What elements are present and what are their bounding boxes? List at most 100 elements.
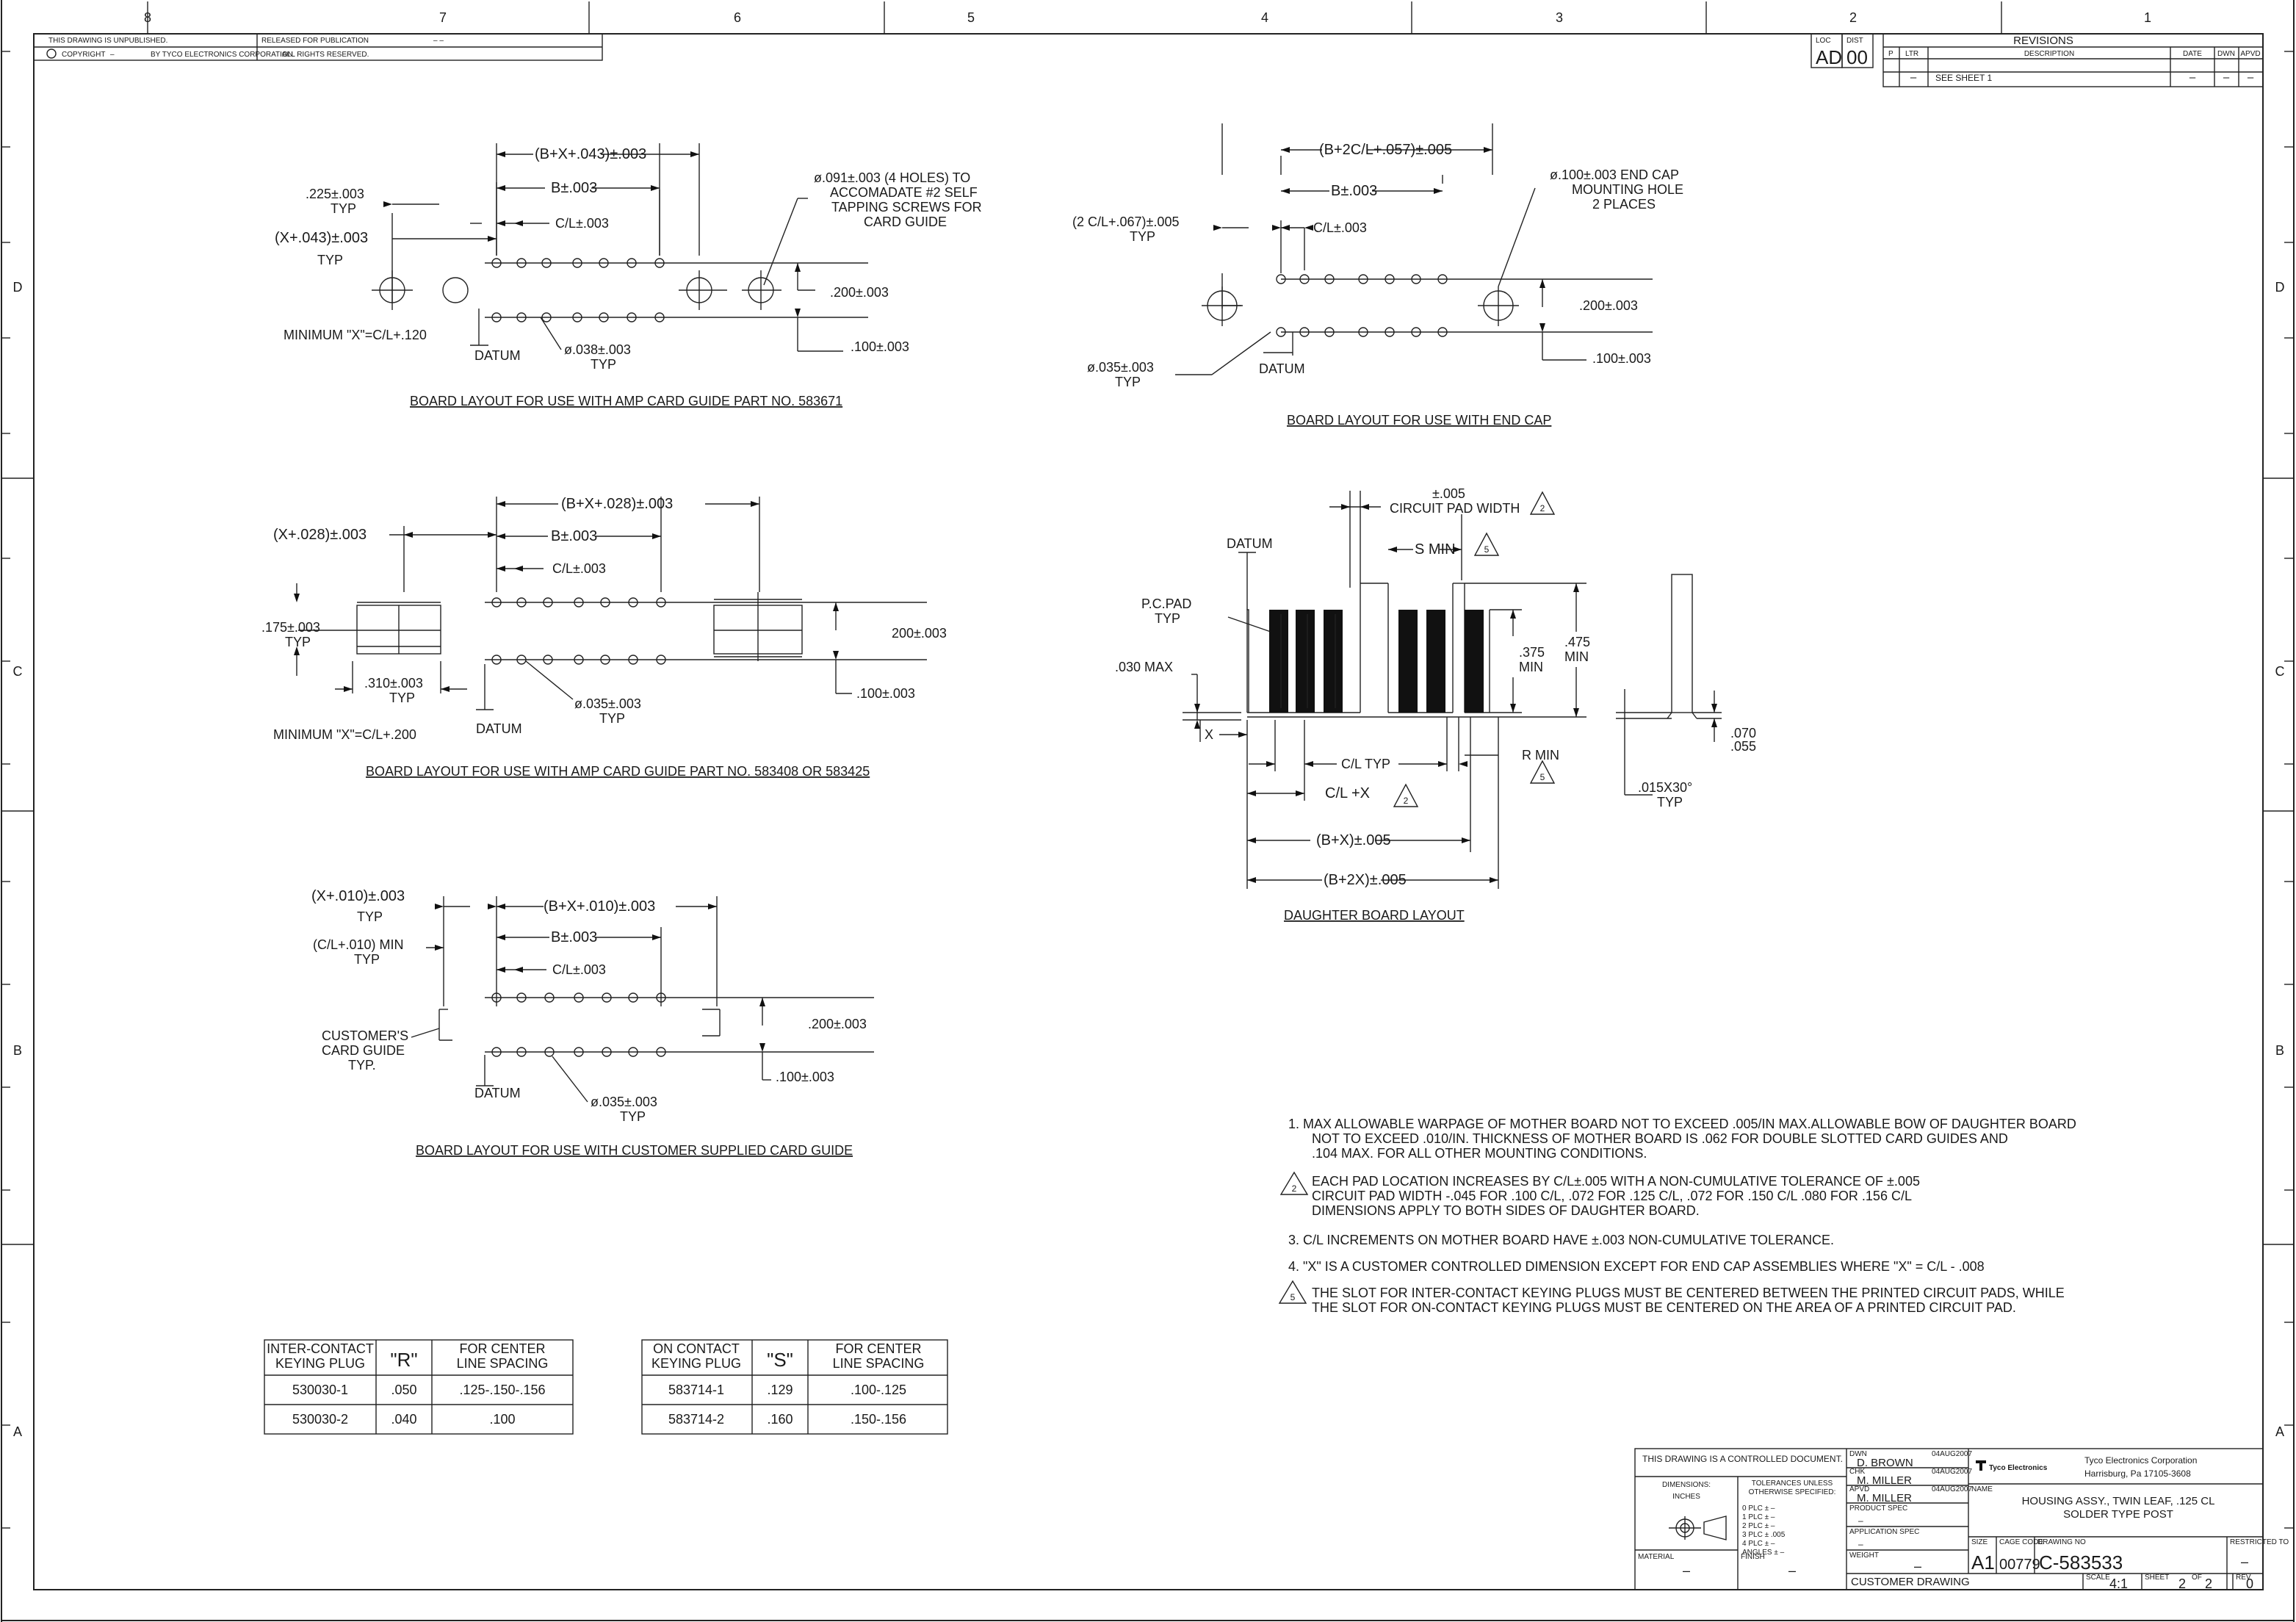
v4-dim-005: ±.005 [1432, 486, 1465, 501]
zone-col-7: 7 [439, 10, 447, 25]
v5-typ-2: TYP [354, 952, 380, 967]
v4-dim-bx: (B+X)±.005 [1316, 832, 1391, 848]
tb-chk-date: 04AUG2007 [1932, 1468, 1972, 1476]
v4-dim-055: .055 [1730, 739, 1756, 754]
v2-dim-100: .100±.003 [1592, 351, 1651, 366]
tb-controlled: THIS DRAWING IS A CONTROLLED DOCUMENT. [1642, 1454, 1843, 1464]
v2-caption: BOARD LAYOUT FOR USE WITH END CAP [1287, 413, 1551, 428]
zone-col-5: 5 [967, 10, 975, 25]
tr-r2-c2: .040 [391, 1412, 416, 1427]
tb-tol-0: 0 PLC ± – [1742, 1504, 1775, 1513]
v2-hole-note-3: 2 PLACES [1592, 197, 1656, 212]
tr-r1-c1: 530030-1 [292, 1383, 348, 1397]
tb-material-value: – [1683, 1563, 1690, 1578]
v1-typ-3: TYP [591, 357, 616, 372]
zone-row-c-right: C [2275, 664, 2285, 679]
tb-name-label: NAME [1971, 1485, 1993, 1493]
ts-r2-c3: .150-.156 [851, 1412, 906, 1427]
v5-dim-cl: C/L±.003 [552, 962, 606, 977]
v3-dim-310: .310±.003 [364, 676, 423, 691]
v1-hole-note-1: ø.091±.003 (4 HOLES) TO [814, 170, 970, 185]
note-2-line-3: DIMENSIONS APPLY TO BOTH SIDES OF DAUGHT… [1312, 1203, 1700, 1218]
v2-typ-1: TYP [1130, 229, 1155, 244]
tb-dwg: C-583533 [2039, 1551, 2123, 1574]
ts-r2-c1: 583714-2 [668, 1412, 724, 1427]
v5-guide-3: TYP. [348, 1058, 376, 1073]
zone-labels: 8 7 6 5 4 3 2 1 D C B A D C B A [13, 10, 2285, 1439]
v1-min-x: MINIMUM "X"=C/L+.120 [284, 328, 427, 342]
v4-x: X [1205, 727, 1213, 742]
v2-hole-note-1: ø.100±.003 END CAP [1550, 167, 1679, 182]
tb-chk: M. MILLER [1857, 1474, 1912, 1487]
tb-sheet-label: SHEET [2145, 1574, 2169, 1582]
copyright-text: COPYRIGHT [62, 51, 105, 59]
tyco-logo-icon [1976, 1460, 1986, 1471]
zone-row-a-right: A [2275, 1424, 2284, 1439]
v1-hole-note-4: CARD GUIDE [864, 215, 947, 229]
note-5-line-1: THE SLOT FOR INTER-CONTACT KEYING PLUGS … [1312, 1286, 2065, 1300]
zone-row-d-right: D [2275, 280, 2285, 295]
v1-dim-bx: (B+X+.043)±.003 [535, 146, 646, 162]
zone-col-4: 4 [1261, 10, 1268, 25]
tb-dwn: D. BROWN [1857, 1457, 1913, 1469]
v5-guide-1: CUSTOMER'S [322, 1028, 408, 1043]
v1-dim-x043: (X+.043)±.003 [275, 230, 368, 246]
tb-tol-5: ANGLES ± – [1742, 1549, 1785, 1557]
tb-dwn-label: DWN [1849, 1450, 1867, 1458]
tb-apvd-date: 04AUG2007 [1932, 1485, 1972, 1493]
v4-cl-x: C/L +X [1325, 785, 1370, 801]
v3-dim-x028: (X+.028)±.003 [273, 527, 367, 543]
v4-dim-015: .015X30° [1638, 780, 1692, 795]
tb-weight-value: – [1914, 1559, 1921, 1574]
v4-tri-5-b: 5 [1540, 772, 1545, 782]
tr-header-3a: FOR CENTER [460, 1341, 546, 1356]
tr-r2-c1: 530030-2 [292, 1412, 348, 1427]
ts-r1-c3: .100-.125 [851, 1383, 906, 1397]
tr-r1-c2: .050 [391, 1383, 416, 1397]
v3-typ-2: TYP [389, 691, 415, 705]
ts-header-1a: ON CONTACT [653, 1341, 740, 1356]
v1-dia: ø.038±.003 [564, 342, 631, 357]
v4-tri-2-b: 2 [1404, 796, 1409, 806]
tb-dwg-label: DRAWING NO [2037, 1538, 2086, 1546]
note-1-line-2: NOT TO EXCEED .010/IN. THICKNESS OF MOTH… [1312, 1131, 2008, 1146]
dist-value: 00 [1846, 46, 1868, 68]
tb-tol-3: 3 PLC ± .005 [1742, 1531, 1786, 1539]
tb-name-2: SOLDER TYPE POST [2063, 1508, 2173, 1521]
tb-restricted: RESTRICTED TO [2230, 1538, 2289, 1546]
v4-dim-070: .070 [1730, 726, 1756, 740]
v2-dim-cl: C/L±.003 [1313, 220, 1367, 235]
rights-text: ALL RIGHTS RESERVED. [282, 51, 369, 59]
v4-min-2: MIN [1564, 649, 1589, 664]
v2-dim-200: .200±.003 [1579, 298, 1638, 313]
v5-guide-2: CARD GUIDE [322, 1043, 405, 1058]
rev-row-dwn: – [2223, 71, 2230, 84]
v3-typ-1: TYP [285, 635, 311, 649]
dist-label: DIST [1846, 37, 1863, 45]
zone-row-b-left: B [13, 1043, 22, 1058]
v2-typ-2: TYP [1115, 375, 1141, 389]
note-4: 4. "X" IS A CUSTOMER CONTROLLED DIMENSIO… [1288, 1259, 1985, 1274]
v5-dim-cl010: (C/L+.010) MIN [313, 937, 404, 952]
v3-dim-200: 200±.003 [892, 626, 947, 641]
v5-caption: BOARD LAYOUT FOR USE WITH CUSTOMER SUPPL… [416, 1143, 853, 1158]
view-customer-guide: (X+.010)±.003 TYP (B+X+.010)±.003 B±.003… [311, 888, 874, 1158]
tb-product-spec: PRODUCT SPEC [1849, 1504, 1907, 1513]
v1-dim-b: B±.003 [551, 180, 597, 196]
loc-value: AD [1816, 46, 1842, 68]
v3-dim-b: B±.003 [551, 528, 597, 544]
copyright-owner: BY TYCO ELECTRONICS CORPORATION. [151, 51, 295, 59]
tb-customer: CUSTOMER DRAWING [1851, 1576, 1970, 1588]
tb-chk-label: CHK [1849, 1468, 1865, 1476]
rev-row-date: – [2189, 71, 2196, 84]
v2-dia: ø.035±.003 [1087, 360, 1154, 375]
v4-pad-width: CIRCUIT PAD WIDTH [1390, 501, 1520, 516]
v4-pcpad: P.C.PAD [1141, 596, 1191, 611]
v1-hole-note-2: ACCOMADATE #2 SELF [830, 185, 978, 200]
tb-rev-label: REV [2236, 1574, 2251, 1582]
view-amp-583408: (X+.028)±.003 (B+X+.028)±.003 B±.003 C/L… [261, 496, 947, 779]
ts-header-2: "S" [767, 1349, 793, 1371]
note-1-line-1: 1. MAX ALLOWABLE WARPAGE OF MOTHER BOARD… [1288, 1117, 2076, 1131]
tb-product-value: – [1858, 1515, 1863, 1526]
tr-header-1a: INTER-CONTACT [267, 1341, 374, 1356]
